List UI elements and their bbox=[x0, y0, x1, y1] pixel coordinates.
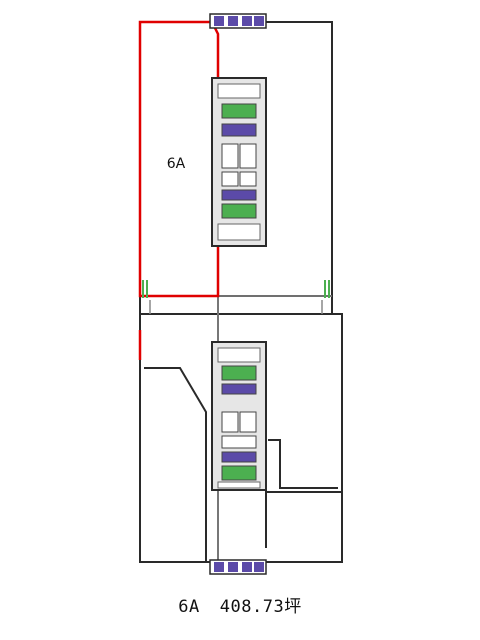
unit-6a-label: 6A bbox=[167, 156, 186, 172]
wing-connector bbox=[139, 296, 333, 314]
interior-lines bbox=[149, 295, 332, 314]
lower-core bbox=[211, 341, 267, 491]
bottom-entrance bbox=[209, 559, 267, 575]
lower-wing-outline bbox=[139, 296, 343, 563]
upper-core bbox=[211, 77, 267, 247]
caption-area: 408.73坪 bbox=[219, 597, 302, 617]
caption-unit: 6A bbox=[178, 597, 200, 617]
side-door-marks bbox=[142, 280, 330, 298]
floor-caption: 6A 408.73坪 bbox=[0, 592, 480, 617]
top-entrance bbox=[209, 13, 267, 29]
